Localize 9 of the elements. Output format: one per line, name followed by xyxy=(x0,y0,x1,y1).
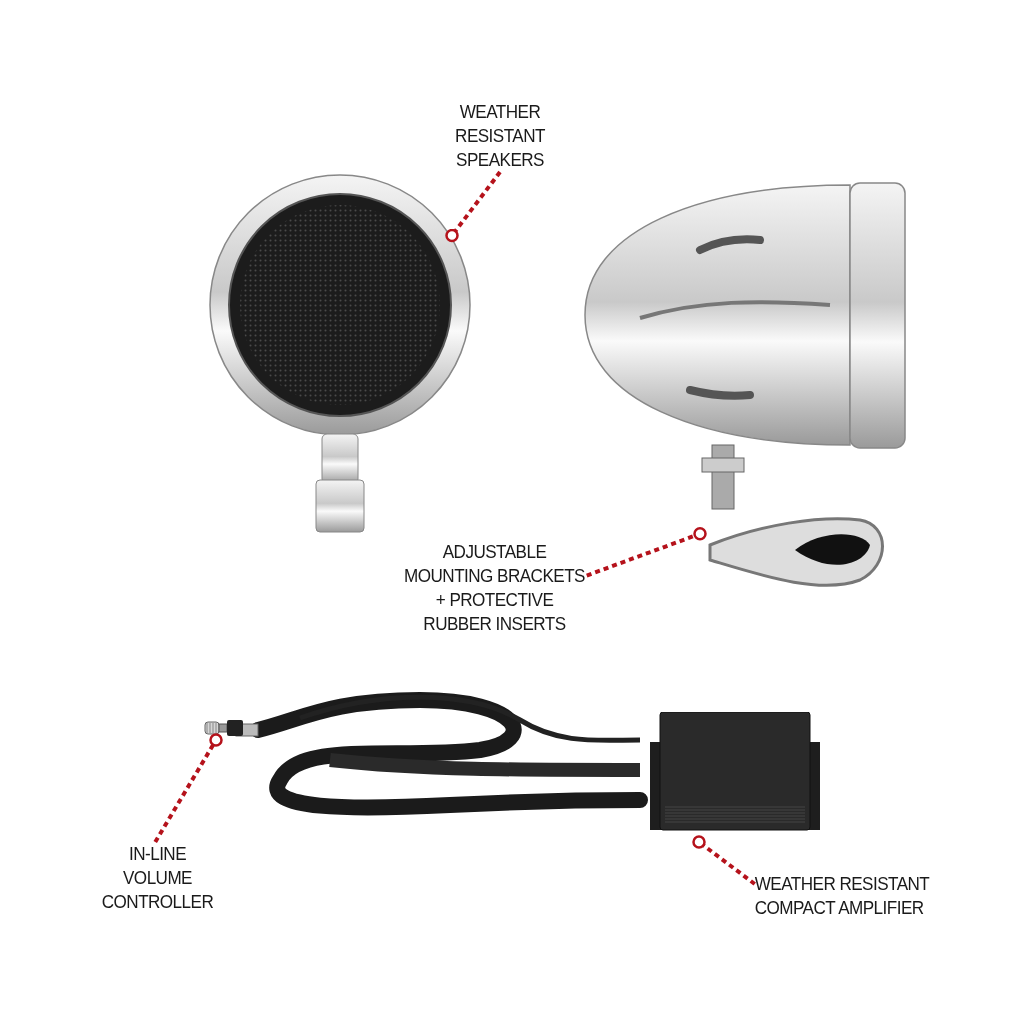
callout-label: IN-LINE VOLUME CONTROLLER xyxy=(101,842,214,914)
leader-line xyxy=(445,170,502,243)
leader-line xyxy=(153,733,223,844)
leader-line xyxy=(586,527,707,578)
callout-label: ADJUSTABLE MOUNTING BRACKETS + PROTECTIVE RUBBER INSERTS xyxy=(402,540,587,636)
callout-label: WEATHER RESISTANT COMPACT AMPLIFIER xyxy=(754,872,931,920)
callout-label: WEATHER RESISTANT SPEAKERS xyxy=(450,100,550,172)
leader-line xyxy=(692,835,756,886)
speaker-grille-drawing xyxy=(228,193,452,417)
